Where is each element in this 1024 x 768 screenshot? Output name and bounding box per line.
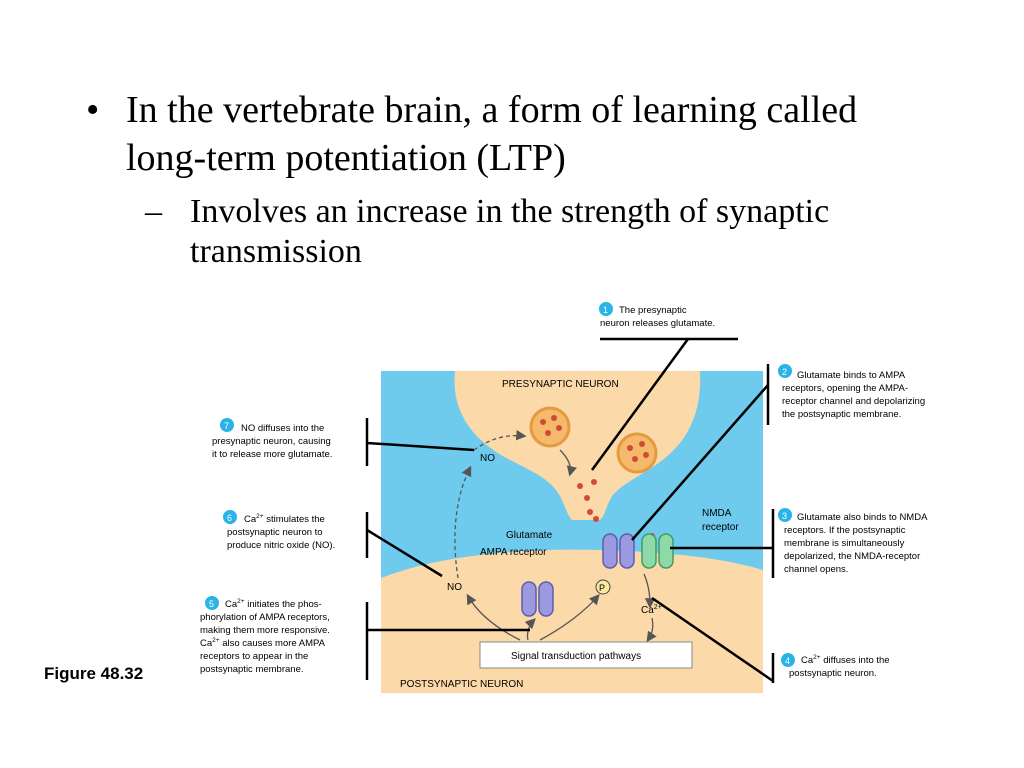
step-6-line-1: Ca2+ stimulates the bbox=[244, 513, 325, 525]
step-3-line-3: membrane is simultaneously bbox=[784, 538, 905, 549]
step-number: 1 bbox=[603, 305, 608, 315]
ampa-receptor-new bbox=[521, 581, 554, 617]
step-3-line-4: depolarized, the NMDA-receptor bbox=[784, 551, 920, 562]
callout-lines bbox=[365, 337, 775, 683]
step-1-callout: 1 The presynaptic neuron releases glutam… bbox=[599, 302, 715, 329]
step-4-line-1: Ca2+ diffuses into the bbox=[801, 654, 890, 666]
step-badge bbox=[205, 596, 219, 610]
step-badge bbox=[778, 508, 792, 522]
step-1-line-2: neuron releases glutamate. bbox=[600, 318, 715, 329]
step-badge bbox=[220, 418, 234, 432]
step-5-callout: 5 Ca2+ initiates the phos- phorylation o… bbox=[200, 596, 330, 675]
step-number: 4 bbox=[785, 656, 790, 666]
dash-icon: – bbox=[145, 193, 162, 230]
step-7-line-2: presynaptic neuron, causing bbox=[212, 436, 331, 447]
bullet-text: In the vertebrate brain, a form of learn… bbox=[126, 89, 858, 179]
step-6-line-3: produce nitric oxide (NO). bbox=[227, 540, 335, 551]
step-5-line-2: phorylation of AMPA receptors, bbox=[200, 612, 330, 623]
step-badge bbox=[223, 510, 237, 524]
step-2-line-3: receptor channel and depolarizing bbox=[782, 396, 925, 407]
step-6-line-2: postsynaptic neuron to bbox=[227, 527, 323, 538]
vesicle-2 bbox=[616, 432, 658, 474]
step-4-callout: 4 Ca2+ diffuses into the postsynaptic ne… bbox=[781, 653, 890, 679]
step-7-line-3: it to release more glutamate. bbox=[212, 449, 332, 460]
postsynaptic-neuron-shape bbox=[381, 549, 763, 693]
no-label-bottom: NO bbox=[447, 582, 462, 593]
glutamate-label: Glutamate bbox=[506, 530, 553, 541]
step-4-line-2: postsynaptic neuron. bbox=[789, 668, 877, 679]
nmda-label-2: receptor bbox=[702, 522, 739, 533]
ampa-receptor-membrane bbox=[602, 533, 635, 569]
vesicle-1 bbox=[529, 406, 571, 448]
ampa-label: AMPA receptor bbox=[480, 547, 547, 558]
nmda-receptor bbox=[641, 533, 674, 569]
phosphate-label: P bbox=[599, 583, 605, 593]
signal-transduction-box bbox=[479, 641, 693, 669]
step-5-line-1: Ca2+ initiates the phos- bbox=[225, 598, 322, 610]
process-arrows bbox=[454, 430, 657, 643]
calcium-label: Ca2+ bbox=[641, 604, 662, 616]
step-5-line-3: making them more responsive. bbox=[200, 625, 330, 636]
phosphate-circle bbox=[595, 579, 611, 595]
step-2-line-1: Glutamate binds to AMPA bbox=[797, 370, 906, 381]
step-number: 7 bbox=[224, 421, 229, 431]
step-badge bbox=[778, 364, 792, 378]
bullet-icon: • bbox=[86, 89, 100, 131]
step-3-line-1: Glutamate also binds to NMDA bbox=[797, 512, 928, 523]
step-2-line-4: the postsynaptic membrane. bbox=[782, 409, 901, 420]
step-5-line-6: postsynaptic membrane. bbox=[200, 664, 304, 675]
step-badge bbox=[781, 653, 795, 667]
step-number: 2 bbox=[782, 367, 787, 377]
step-3-callout: 3 Glutamate also binds to NMDA receptors… bbox=[778, 508, 928, 575]
presynaptic-label: PRESYNAPTIC NEURON bbox=[502, 379, 619, 390]
step-3-line-2: receptors. If the postsynaptic bbox=[784, 525, 906, 536]
nmda-label-1: NMDA bbox=[702, 508, 732, 519]
sub-bullet-text: Involves an increase in the strength of … bbox=[190, 193, 830, 270]
step-number: 6 bbox=[227, 513, 232, 523]
step-number: 5 bbox=[209, 599, 214, 609]
step-3-line-5: channel opens. bbox=[784, 564, 848, 575]
step-badge bbox=[599, 302, 613, 316]
no-label-top: NO bbox=[480, 453, 495, 464]
signal-transduction-label: Signal transduction pathways bbox=[511, 651, 641, 662]
step-2-line-2: receptors, opening the AMPA- bbox=[782, 383, 908, 394]
step-7-callout: 7 NO diffuses into the presynaptic neuro… bbox=[212, 418, 332, 460]
figure-label: Figure 48.32 bbox=[44, 664, 144, 683]
step-6-callout: 6 Ca2+ stimulates the postsynaptic neuro… bbox=[223, 510, 335, 551]
postsynaptic-label: POSTSYNAPTIC NEURON bbox=[400, 679, 523, 690]
step-1-line-1: The presynaptic bbox=[619, 305, 687, 316]
step-5-line-4: Ca2+ also causes more AMPA bbox=[200, 637, 326, 649]
step-7-line-1: NO diffuses into the bbox=[241, 423, 324, 434]
step-number: 3 bbox=[782, 511, 787, 521]
step-5-line-5: receptors to appear in the bbox=[200, 651, 308, 662]
slide-text: • In the vertebrate brain, a form of lea… bbox=[0, 0, 1024, 300]
step-2-callout: 2 Glutamate binds to AMPA receptors, ope… bbox=[778, 364, 925, 420]
